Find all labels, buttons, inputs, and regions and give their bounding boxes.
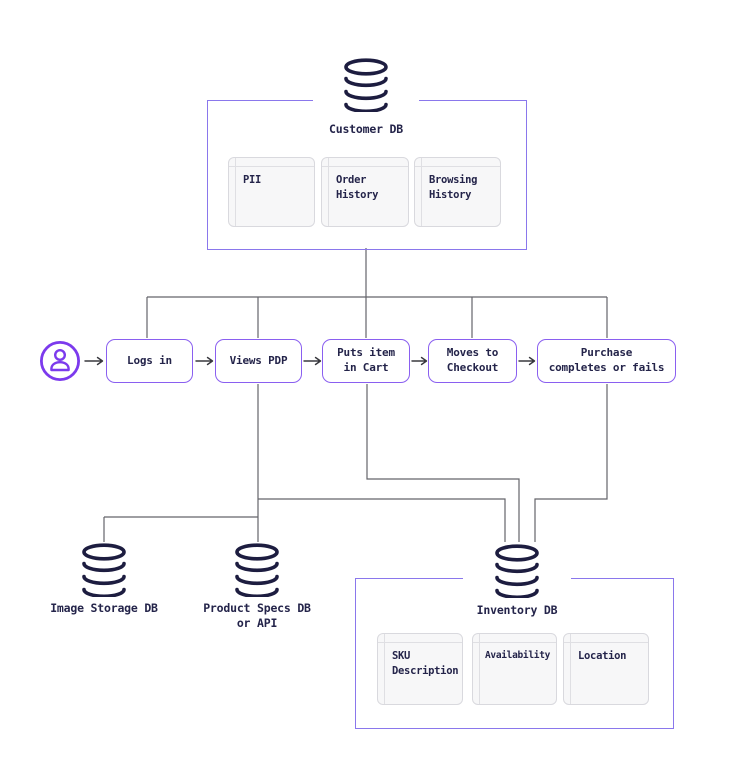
inventory-field-location: Location <box>563 633 649 705</box>
field-label: Availability <box>485 650 551 661</box>
flow-arrows <box>84 356 536 366</box>
field-label: Order History <box>336 174 379 202</box>
product-specs-db-label: Product Specs DB or API <box>203 601 311 630</box>
inventory-field-availability: Availability <box>472 633 557 705</box>
image-storage-db-label: Image Storage DB <box>50 601 158 615</box>
database-icon <box>235 543 279 597</box>
db-bus-connectors <box>146 248 608 338</box>
customer-db-label: Customer DB <box>329 122 403 136</box>
inventory-db-icon <box>463 542 571 600</box>
inventory-field-sku-description: SKU Description <box>377 633 463 705</box>
flow-step-purchase-completes-or-fails: Purchase completes or fails <box>537 339 676 383</box>
flow-step-puts-item-in-cart: Puts item in Cart <box>322 339 410 383</box>
field-label: Location <box>578 650 627 662</box>
inventory-db-label: Inventory DB <box>476 603 558 617</box>
flow-step-moves-to-checkout: Moves to Checkout <box>428 339 517 383</box>
image-storage-db-icon <box>81 542 127 598</box>
field-label: PII <box>243 174 262 186</box>
field-label: Browsing History <box>429 174 478 202</box>
customer-field-browsing-history: Browsing History <box>414 157 501 227</box>
field-label: SKU Description <box>392 650 459 678</box>
storage-connectors <box>103 384 608 552</box>
database-icon <box>495 544 539 598</box>
flow-step-views-pdp: Views PDP <box>215 339 302 383</box>
customer-db-icon <box>313 56 419 114</box>
product-specs-db-icon <box>234 542 280 598</box>
customer-field-pii: PII <box>228 157 315 227</box>
user-icon <box>39 340 81 382</box>
database-icon <box>82 543 126 597</box>
flow-step-logs-in: Logs in <box>106 339 193 383</box>
database-icon <box>344 58 388 112</box>
customer-field-order-history: Order History <box>321 157 409 227</box>
